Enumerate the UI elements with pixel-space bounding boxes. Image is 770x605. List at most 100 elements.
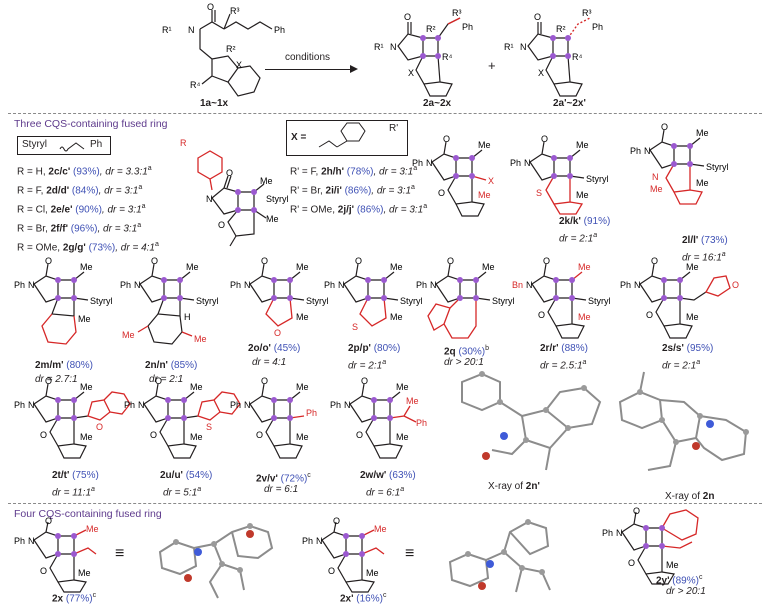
- l-s-red: S: [352, 322, 358, 332]
- l-s-red: S: [206, 422, 212, 432]
- l-o: O: [261, 256, 268, 266]
- l-o: O: [333, 516, 340, 526]
- l-me-red1: Me: [122, 330, 135, 340]
- xray-image-2x: [158, 523, 274, 599]
- l-me: Me: [186, 262, 199, 272]
- entry-2n-label: 2n/n' (85%): [145, 360, 198, 371]
- l-me: Me: [482, 262, 495, 272]
- entry-2s-dr: dr = 2:1a: [662, 359, 701, 372]
- l-me2: Me: [366, 568, 379, 578]
- product2-label: 2a'~2x': [553, 98, 586, 109]
- l-n: N: [28, 536, 35, 546]
- styryl-wavy-bond: [59, 142, 85, 152]
- s1d-n2: N: [652, 172, 659, 182]
- l-me2: Me: [78, 314, 91, 324]
- entry-2s-label: 2s/s' (95%): [662, 343, 714, 354]
- entry-2l-dr: dr = 16:1a: [682, 251, 726, 264]
- x-box-label: X =: [291, 132, 307, 143]
- p2-r1: R¹: [504, 42, 514, 52]
- l-n: N: [244, 280, 251, 290]
- s1b-ph: Ph: [412, 158, 423, 168]
- styryl-box-ph: Ph: [90, 139, 103, 150]
- structure-2q: Ph N O Me Styryl: [416, 256, 515, 339]
- l-o2: O: [628, 558, 635, 568]
- p2-r4: R⁴: [572, 52, 582, 62]
- s1d-me2: Me: [696, 178, 709, 188]
- entry-2q-label: 2q (30%)b: [444, 345, 490, 358]
- section1-title-post: containing fused ring: [70, 118, 168, 130]
- x-box-r: R': [389, 123, 399, 134]
- l-ph: Ph: [120, 280, 131, 290]
- list-item: R = F, 2d/d' (84%), dr = 3:1a: [17, 184, 143, 197]
- s1d-o: O: [661, 122, 668, 132]
- l-n: N: [430, 280, 437, 290]
- structure-2t: Ph N O Me O O Me: [14, 376, 131, 459]
- l-me2: Me: [296, 432, 309, 442]
- l-me: Me: [686, 262, 699, 272]
- entry-2y-prime-label: 2y' (89%)c: [656, 574, 703, 587]
- l-ph: Ph: [330, 400, 341, 410]
- xray-image-2x-prime: [448, 519, 551, 593]
- l-n: N: [134, 280, 141, 290]
- list-item: R = H, 2c/c' (93%), dr = 3.3:1a: [17, 165, 152, 178]
- entry-2r-dr: dr = 2.5:1a: [540, 359, 587, 372]
- l-styryl: Styryl: [588, 296, 611, 306]
- list-item: R = Cl, 2e/e' (90%), dr = 3:1a: [17, 203, 146, 216]
- structure-2u: Ph N O Me S O Me: [124, 376, 241, 459]
- structure-2y-prime: Ph N O O Me: [602, 506, 699, 585]
- s1d-n: N: [644, 146, 651, 156]
- l-ph: Ph: [124, 400, 135, 410]
- s1c-n: N: [524, 158, 531, 168]
- s1c-me2: Me: [576, 190, 589, 200]
- structure-2x-prime: Ph N O Me O Me: [302, 516, 387, 593]
- reactant-x: X: [236, 60, 242, 70]
- l-ph-red: Ph: [416, 418, 427, 428]
- plus-sign: +: [488, 58, 496, 73]
- l-n: N: [344, 400, 351, 410]
- l-o2: O: [356, 430, 363, 440]
- l-me-red2: Me: [194, 334, 207, 344]
- p1-ph: Ph: [462, 22, 473, 32]
- s1-n: N: [206, 194, 213, 204]
- l-me2: Me: [390, 312, 403, 322]
- p1-o: O: [404, 12, 411, 22]
- l-styryl: Styryl: [400, 296, 423, 306]
- entry-2x-label: 2x (77%)c: [52, 592, 97, 605]
- s1c-ph: Ph: [510, 158, 521, 168]
- s1-me2: Me: [266, 214, 279, 224]
- entry-2q-dr: dr > 20:1: [444, 357, 484, 368]
- l-me: Me: [396, 382, 409, 392]
- l-o-red: O: [96, 422, 103, 432]
- l-me2: Me: [296, 312, 309, 322]
- l-bn: Bn: [512, 280, 523, 290]
- list-item: R = Br, 2f/f' (96%), dr = 3:1a: [17, 222, 142, 235]
- l-o: O: [151, 256, 158, 266]
- entry-2m-label: 2m/m' (80%): [35, 360, 93, 371]
- reaction-arrow: [265, 69, 353, 70]
- s1d-styryl: Styryl: [706, 162, 729, 172]
- l-o: O: [45, 256, 52, 266]
- l-o: O: [543, 256, 550, 266]
- l-ph-red: Ph: [306, 408, 317, 418]
- l-n: N: [616, 528, 623, 538]
- l-o: O: [633, 506, 640, 516]
- x-definition-box: X = R': [286, 120, 408, 156]
- structure-2p: Ph N O Me Styryl S Me: [324, 256, 423, 332]
- entry-2v-dr: dr = 6:1: [264, 484, 299, 495]
- l-n: N: [316, 536, 323, 546]
- p1-n: N: [390, 42, 397, 52]
- p2-n: N: [520, 42, 527, 52]
- entry-2w-label: 2w/w' (63%): [360, 470, 416, 481]
- l-o: O: [261, 376, 268, 386]
- s1b-n: N: [426, 158, 433, 168]
- l-ph: Ph: [620, 280, 631, 290]
- structure-2l: Ph N O Me Styryl N Me Me: [630, 122, 729, 205]
- s1b-me: Me: [478, 140, 491, 150]
- p2-r3: R³: [582, 8, 592, 18]
- structure-2m: Ph N O Me Styryl Me: [14, 256, 113, 345]
- section1-title-pre: Three CQS-: [14, 118, 71, 130]
- s1-o: O: [226, 168, 233, 178]
- entry-2p-dr: dr = 2:1a: [348, 359, 387, 372]
- divider-top: [8, 113, 762, 114]
- structure-2r: Bn N O Me Styryl O Me: [512, 256, 611, 339]
